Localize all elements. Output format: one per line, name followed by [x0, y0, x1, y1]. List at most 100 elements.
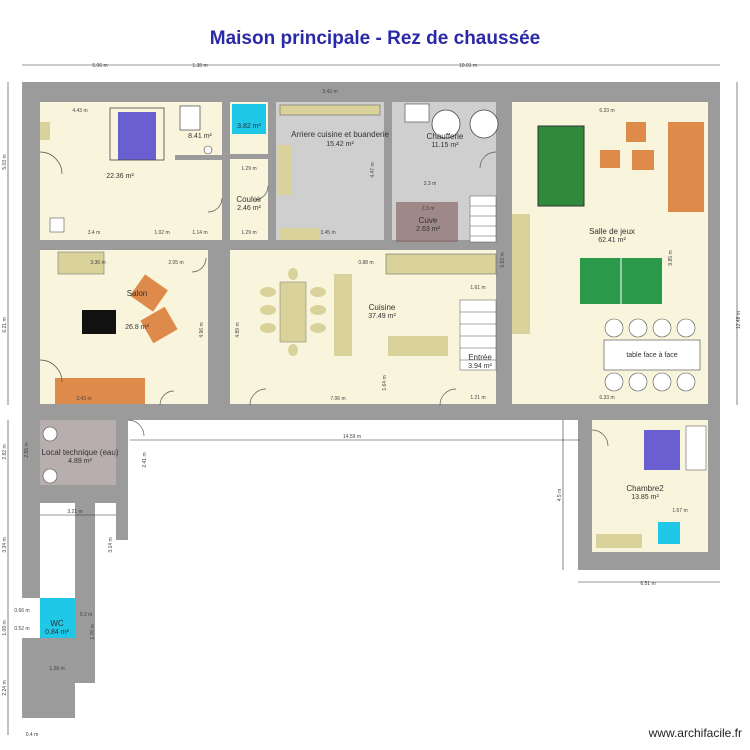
dim-label: 3.4 m	[88, 230, 101, 236]
dimension-labels: 5.06 m 1.38 m 10.01 m 5.03 m 6.21 m 12.4…	[2, 63, 742, 738]
plan-title: Maison principale - Rez de chaussée	[209, 28, 541, 49]
armchair	[600, 150, 620, 168]
dim-label: 6.21 m	[2, 317, 8, 332]
dim-label: 1.28 m	[49, 666, 64, 672]
wall	[116, 420, 128, 540]
dim-label: 4.89 m	[235, 322, 241, 337]
dim-label: 3.45 m	[320, 230, 335, 236]
bed	[118, 112, 156, 160]
dim-label: 0.88 m	[358, 260, 373, 266]
room-name-wc: WC	[50, 619, 64, 628]
wall	[268, 102, 276, 250]
wall	[22, 82, 720, 102]
armchair	[632, 150, 654, 170]
wall	[22, 638, 75, 718]
wall	[708, 420, 720, 570]
room-name-arriere: Arriere cuisine et buanderie	[291, 130, 389, 139]
floor-couloir	[230, 158, 268, 240]
dim-label: 4.43 m	[72, 108, 87, 114]
room-name-chaufferie: Chaufferie	[427, 132, 464, 141]
dim-label: 3.21 m	[67, 509, 82, 515]
dim-label: 3.36 m	[90, 260, 105, 266]
dim-label: 2.3 m	[422, 206, 435, 212]
table-chairs	[604, 318, 696, 392]
dim-label: 1.76 m	[90, 624, 96, 639]
dim-label: 1.14 m	[192, 230, 207, 236]
room-area-sdb1: 8.41 m²	[188, 133, 212, 140]
dim-label: 2.41 m	[142, 452, 148, 467]
dimension-lines	[7, 64, 738, 735]
dim-label: 1.67 m	[672, 508, 687, 514]
dim-label: 1.64 m	[382, 375, 388, 390]
room-area-chaufferie: 11.15 m²	[431, 142, 459, 149]
dim-label: 9.83 m	[500, 252, 506, 267]
dim-label: 2.82 m	[2, 444, 8, 459]
sink	[203, 145, 213, 155]
wc-shower	[40, 598, 75, 638]
dim-label: 1.38 m	[192, 63, 207, 69]
furniture	[40, 103, 707, 638]
armchair	[130, 274, 168, 312]
dim-label: 3.43 m	[76, 396, 91, 402]
sofa	[668, 122, 704, 170]
bed-frame	[109, 107, 165, 161]
sofa	[55, 378, 145, 404]
bed	[644, 430, 680, 470]
armchair	[626, 122, 646, 142]
credit-text: www.archifacile.fr	[648, 726, 742, 740]
counter	[279, 104, 381, 116]
dining-table	[279, 281, 307, 343]
dim-label: 3.43 m	[322, 89, 337, 95]
dim-label: 1.29 m	[241, 230, 256, 236]
room-area-wc: 0.84 m²	[45, 629, 69, 636]
dining-chairs	[260, 268, 326, 356]
wall	[175, 155, 222, 160]
wall	[22, 485, 128, 503]
dim-label: 2.05 m	[168, 260, 183, 266]
dim-label: 5.06 m	[92, 63, 107, 69]
room-area-salle-jeux: 62.41 m²	[598, 237, 626, 244]
wall	[496, 102, 512, 404]
room-area-entree: 3.94 m²	[468, 363, 492, 370]
dim-label: 1.09 m	[2, 620, 8, 635]
shower	[658, 522, 680, 544]
dim-label: 1.21 m	[470, 395, 485, 401]
floor-small-corridor	[175, 160, 222, 240]
dim-label: 10.01 m	[459, 63, 477, 69]
dim-label: 1.02 m	[154, 230, 169, 236]
doors	[39, 151, 609, 447]
water-tank	[42, 468, 58, 484]
room-area-cuisine: 37.49 m²	[368, 313, 396, 320]
chair	[49, 217, 65, 233]
wall	[230, 154, 268, 159]
nightstand	[40, 122, 50, 140]
dim-label: 3.34 m	[2, 537, 8, 552]
dim-label: 3.14 m	[108, 537, 114, 552]
wall	[75, 503, 95, 683]
room-name-couloir: Couloir	[236, 195, 262, 204]
dim-label: 1.29 m	[241, 166, 256, 172]
wardrobe	[685, 425, 707, 471]
dim-label: 4.5 m	[557, 489, 563, 502]
room-name-local-tech: Local technique (eau)	[42, 448, 119, 457]
dim-label: 0.3 m	[80, 612, 93, 618]
stairs-entree	[459, 299, 497, 371]
room-area-chambre2: 13.85 m²	[631, 494, 659, 501]
dim-label: 2.55 m	[24, 442, 30, 457]
stairs	[469, 195, 497, 243]
fireplace	[57, 251, 105, 275]
dim-label: 6.51 m	[640, 581, 655, 587]
armchair	[140, 306, 178, 344]
shelf	[512, 214, 530, 334]
kitchen-counter	[385, 253, 497, 275]
dim-label: 0.4 m	[26, 732, 39, 738]
room-area-sdb2: 3.82 m²	[237, 123, 261, 130]
dim-label: 0.52 m	[14, 626, 29, 632]
floor-arriere	[276, 102, 384, 242]
dim-label: 2.24 m	[2, 680, 8, 695]
billiard-table	[537, 125, 585, 207]
wall	[22, 503, 40, 598]
room-name-cuisine: Cuisine	[369, 303, 396, 312]
cuve-tank	[396, 202, 458, 242]
